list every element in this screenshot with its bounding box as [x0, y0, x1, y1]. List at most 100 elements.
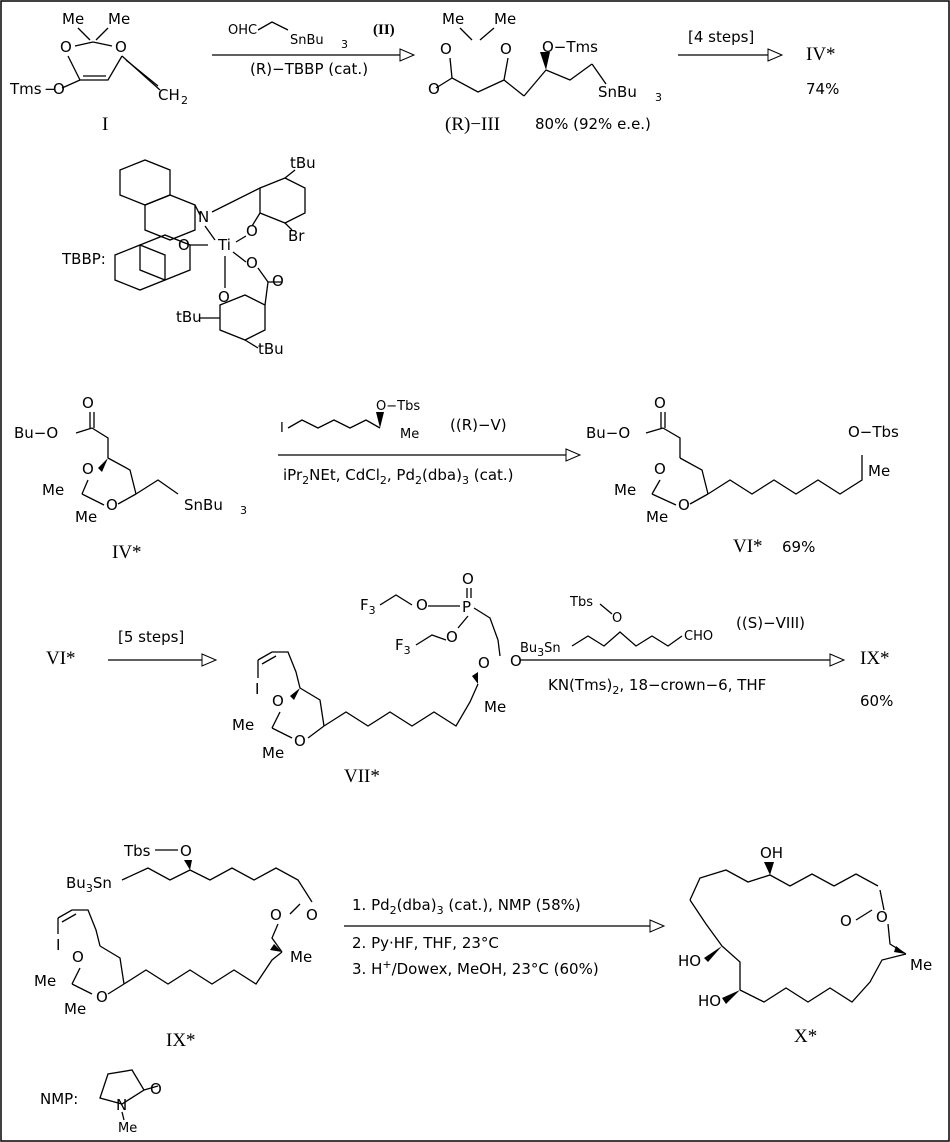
svg-text:O: O — [82, 394, 94, 412]
svg-text:Me: Me — [868, 462, 890, 480]
svg-text:Tbs: Tbs — [123, 842, 151, 860]
svg-text:Me: Me — [646, 508, 668, 526]
svg-text:Me: Me — [262, 744, 284, 762]
compound-IX: Tbs O Bu3Sn O O Me I O O Me Me IX* — [34, 842, 318, 1051]
svg-text:X*: X* — [794, 1026, 817, 1047]
svg-text:NMP:: NMP: — [40, 1090, 78, 1108]
svg-text:Me: Me — [75, 508, 97, 526]
svg-text:Ti: Ti — [217, 236, 231, 254]
compound-X: OH O O Me HO HO X* — [678, 844, 932, 1047]
svg-text:F3: F3 — [395, 636, 411, 657]
svg-text:F3: F3 — [360, 596, 376, 617]
svg-text:3: 3 — [341, 38, 348, 51]
svg-text:−: − — [44, 80, 57, 98]
svg-text:Me: Me — [442, 10, 464, 28]
svg-text:OHC: OHC — [228, 23, 257, 38]
svg-text:O−Tms: O−Tms — [542, 38, 598, 56]
svg-text:O−Tbs: O−Tbs — [848, 423, 899, 441]
svg-text:I: I — [280, 421, 284, 436]
svg-text:Me: Me — [62, 10, 84, 28]
reagent-VIII: Tbs O Bu3Sn CHO ((S)−VIII) — [520, 595, 805, 659]
svg-text:O: O — [462, 570, 474, 588]
svg-text:N: N — [116, 1096, 127, 1114]
compound-label-III: (R)−III — [445, 114, 500, 135]
svg-text:Me: Me — [64, 1000, 86, 1018]
svg-text:O: O — [294, 732, 306, 750]
svg-text:tBu: tBu — [258, 340, 284, 358]
svg-text:Me: Me — [290, 948, 312, 966]
nmp-structure: NMP: O N Me — [40, 1069, 162, 1136]
svg-text:iPr2NEt, CdCl2, Pd2(dba)3 (cat: iPr2NEt, CdCl2, Pd2(dba)3 (cat.) — [283, 466, 514, 487]
reagent-II: OHC SnBu 3 (II) — [228, 21, 395, 51]
svg-text:O−Tbs: O−Tbs — [376, 399, 420, 414]
svg-text:O: O — [510, 652, 522, 670]
svg-text:Me: Me — [118, 1121, 137, 1136]
svg-text:1. Pd2(dba)3 (cat.), NMP (58: 1. Pd2(dba)3 (cat.), NMP (58%) — [352, 896, 581, 917]
svg-text:2. Py·HF, THF, 23°C: 2. Py·HF, THF, 23°C — [352, 934, 499, 952]
tbbp-catalyst: TBBP: N Ti O tBu Br O O O O tBu tBu — [61, 154, 316, 358]
svg-text:O: O — [428, 80, 440, 98]
svg-text:VI*: VI* — [46, 648, 76, 669]
svg-text:O: O — [446, 628, 458, 646]
svg-text:(R)−TBBP (cat.): (R)−TBBP (cat.) — [250, 60, 368, 78]
svg-text:TBBP:: TBBP: — [61, 250, 106, 268]
svg-text:O: O — [246, 254, 258, 272]
svg-text:O: O — [178, 236, 190, 254]
svg-text:O: O — [654, 460, 666, 478]
svg-text:74%: 74% — [806, 80, 839, 98]
svg-text:O: O — [115, 38, 127, 56]
svg-text:VII*: VII* — [344, 766, 380, 787]
svg-text:Me: Me — [910, 956, 932, 974]
svg-text:Me: Me — [108, 10, 130, 28]
svg-text:IV*: IV* — [806, 44, 836, 65]
svg-text:N: N — [198, 208, 209, 226]
svg-text:O: O — [150, 1080, 162, 1098]
svg-text:I: I — [255, 680, 259, 698]
svg-text:3: 3 — [240, 504, 247, 517]
svg-text:Bu3Sn: Bu3Sn — [520, 641, 561, 659]
reagent-V: I O−Tbs Me ((R)−V) — [280, 399, 507, 442]
svg-text:O: O — [82, 460, 94, 478]
svg-text:CH: CH — [158, 86, 180, 104]
svg-text:O: O — [60, 38, 72, 56]
phosphonate: O P F3 O O F3 O O — [360, 570, 522, 672]
svg-text:tBu: tBu — [290, 154, 316, 172]
svg-text:O: O — [272, 272, 284, 290]
svg-text:O: O — [246, 222, 258, 240]
svg-text:Me: Me — [400, 427, 419, 442]
svg-text:Bu3Sn: Bu3Sn — [66, 874, 112, 895]
compound-III: Me Me O O O O−Tms SnBu 3 (R)−III 80% (92… — [428, 10, 662, 135]
svg-text:O: O — [478, 654, 490, 672]
svg-text:KN(Tms)2, 18−crown−6, THF: KN(Tms)2, 18−crown−6, THF — [548, 676, 766, 697]
svg-text:O: O — [106, 496, 118, 514]
svg-text:80% (92% e.e.): 80% (92% e.e.) — [535, 115, 651, 133]
svg-text:O: O — [500, 40, 512, 58]
compound-label-I: I — [102, 114, 108, 135]
svg-text:O: O — [96, 988, 108, 1006]
svg-text:CHO: CHO — [684, 629, 713, 644]
svg-text:O: O — [654, 394, 666, 412]
svg-text:((S)−VIII): ((S)−VIII) — [736, 614, 805, 632]
svg-text:I: I — [56, 936, 60, 954]
svg-text:O: O — [270, 906, 282, 924]
svg-text:Br: Br — [288, 227, 305, 245]
svg-text:O: O — [72, 948, 84, 966]
svg-text:O: O — [876, 908, 888, 926]
svg-text:O: O — [440, 40, 452, 58]
svg-text:SnBu: SnBu — [290, 33, 324, 48]
svg-text:2: 2 — [181, 94, 188, 107]
svg-text:60%: 60% — [860, 692, 893, 710]
svg-text:3. H+/Dowex, MeOH, 23°C (60%): 3. H+/Dowex, MeOH, 23°C (60%) — [352, 958, 599, 978]
svg-text:O: O — [306, 906, 318, 924]
svg-text:Me: Me — [494, 10, 516, 28]
svg-text:tBu: tBu — [176, 308, 202, 326]
svg-text:SnBu: SnBu — [184, 496, 223, 514]
svg-text:[4 steps]: [4 steps] — [688, 28, 754, 46]
svg-text:SnBu: SnBu — [598, 83, 637, 101]
svg-text:IV*: IV* — [112, 542, 142, 563]
svg-text:IX*: IX* — [166, 1030, 196, 1051]
compound-I: Me Me O O CH 2 Tms − O I — [9, 10, 188, 135]
svg-text:Me: Me — [42, 481, 64, 499]
